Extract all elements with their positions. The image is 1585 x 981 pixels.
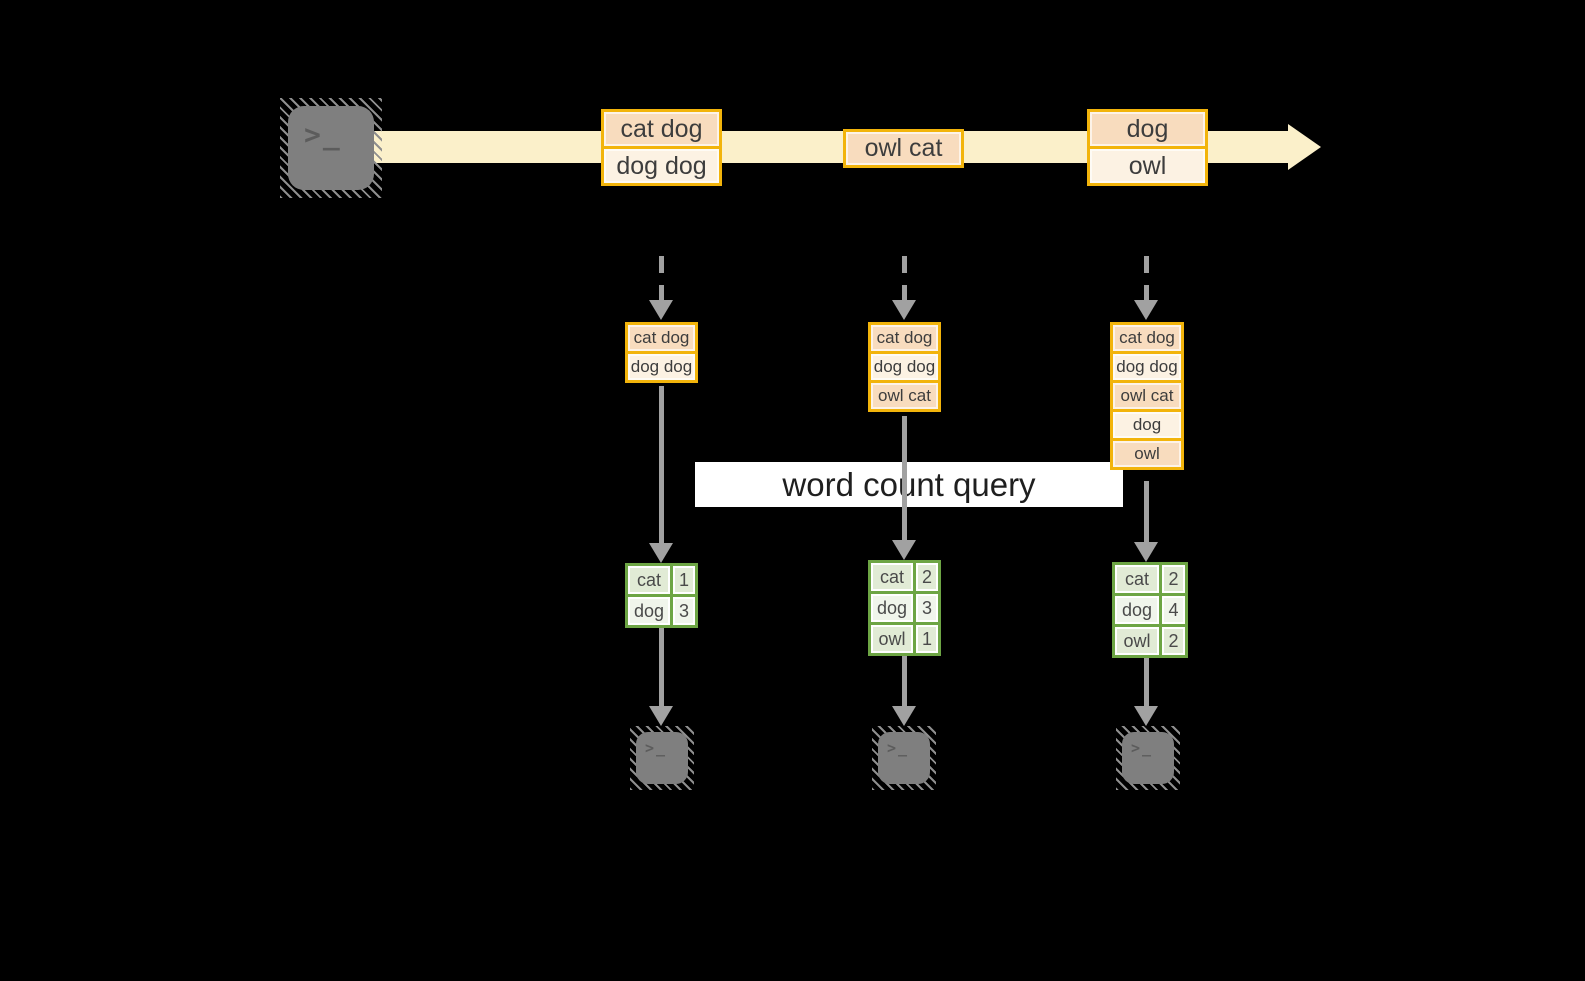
stream-batch-1: cat dog dog dog bbox=[601, 109, 722, 186]
terminal-prompt-glyph: >_ bbox=[1131, 739, 1154, 757]
terminal-screen: >_ bbox=[288, 106, 374, 190]
count-cell-value: 2 bbox=[1162, 627, 1185, 655]
count-cell-value: 2 bbox=[1162, 565, 1185, 593]
count-cell-word: cat bbox=[628, 566, 670, 594]
dashed-arrow-icon bbox=[892, 256, 916, 320]
query-arrow-icon bbox=[1134, 481, 1158, 562]
count-cell-value: 1 bbox=[916, 625, 938, 653]
count-cell-word: dog bbox=[628, 597, 670, 625]
stream-batch-row: owl cat bbox=[843, 129, 964, 168]
count-cell-value: 4 bbox=[1162, 596, 1185, 624]
micro-batch-row: dog bbox=[1110, 409, 1184, 441]
query-label: word count query bbox=[695, 462, 1123, 507]
terminal-screen: >_ bbox=[1122, 732, 1174, 784]
micro-batch-row: dog dog bbox=[625, 351, 698, 383]
micro-batch-row: owl cat bbox=[1110, 380, 1184, 412]
micro-batch-1: cat dog dog dog bbox=[625, 322, 698, 383]
stream-batch-row: dog bbox=[1087, 109, 1208, 149]
terminal-source-icon: >_ bbox=[280, 98, 382, 198]
micro-batch-row: owl bbox=[1110, 438, 1184, 470]
query-arrow-icon bbox=[649, 386, 673, 563]
dashed-arrow-icon bbox=[649, 256, 673, 320]
terminal-screen: >_ bbox=[636, 732, 688, 784]
count-cell-value: 1 bbox=[673, 566, 695, 594]
micro-batch-row: dog dog bbox=[1110, 351, 1184, 383]
stream-batch-2: owl cat bbox=[843, 129, 964, 168]
terminal-sink-icon: >_ bbox=[1116, 726, 1180, 790]
stream-batch-3: dog owl bbox=[1087, 109, 1208, 186]
micro-batch-3: cat dog dog dog owl cat dog owl bbox=[1110, 322, 1184, 470]
stream-timeline-arrowhead-icon bbox=[1288, 124, 1321, 170]
count-cell-word: dog bbox=[871, 594, 913, 622]
count-table-1: cat 1 dog 3 bbox=[625, 563, 698, 628]
terminal-prompt-glyph: >_ bbox=[645, 739, 668, 757]
count-cell-word: dog bbox=[1115, 596, 1159, 624]
count-cell-word: owl bbox=[871, 625, 913, 653]
count-table-2: cat 2 dog 3 owl 1 bbox=[868, 560, 941, 656]
stream-batch-row: dog dog bbox=[601, 146, 722, 186]
stream-batch-row: cat dog bbox=[601, 109, 722, 149]
micro-batch-row: cat dog bbox=[868, 322, 941, 354]
count-cell-word: owl bbox=[1115, 627, 1159, 655]
count-cell-word: cat bbox=[871, 563, 913, 591]
micro-batch-row: dog dog bbox=[868, 351, 941, 383]
micro-batch-row: cat dog bbox=[625, 322, 698, 354]
result-arrow-icon bbox=[892, 656, 916, 726]
count-cell-value: 3 bbox=[673, 597, 695, 625]
micro-batch-row: cat dog bbox=[1110, 322, 1184, 354]
terminal-prompt-glyph: >_ bbox=[304, 118, 342, 151]
micro-batch-row: owl cat bbox=[868, 380, 941, 412]
count-cell-value: 3 bbox=[916, 594, 938, 622]
terminal-sink-icon: >_ bbox=[872, 726, 936, 790]
stream-batch-row: owl bbox=[1087, 146, 1208, 186]
query-arrow-icon bbox=[892, 416, 916, 560]
count-table-3: cat 2 dog 4 owl 2 bbox=[1112, 562, 1188, 658]
terminal-sink-icon: >_ bbox=[630, 726, 694, 790]
count-cell-value: 2 bbox=[916, 563, 938, 591]
terminal-screen: >_ bbox=[878, 732, 930, 784]
terminal-prompt-glyph: >_ bbox=[887, 739, 910, 757]
result-arrow-icon bbox=[649, 628, 673, 726]
micro-batch-2: cat dog dog dog owl cat bbox=[868, 322, 941, 412]
result-arrow-icon bbox=[1134, 658, 1158, 726]
dashed-arrow-icon bbox=[1134, 256, 1158, 320]
count-cell-word: cat bbox=[1115, 565, 1159, 593]
